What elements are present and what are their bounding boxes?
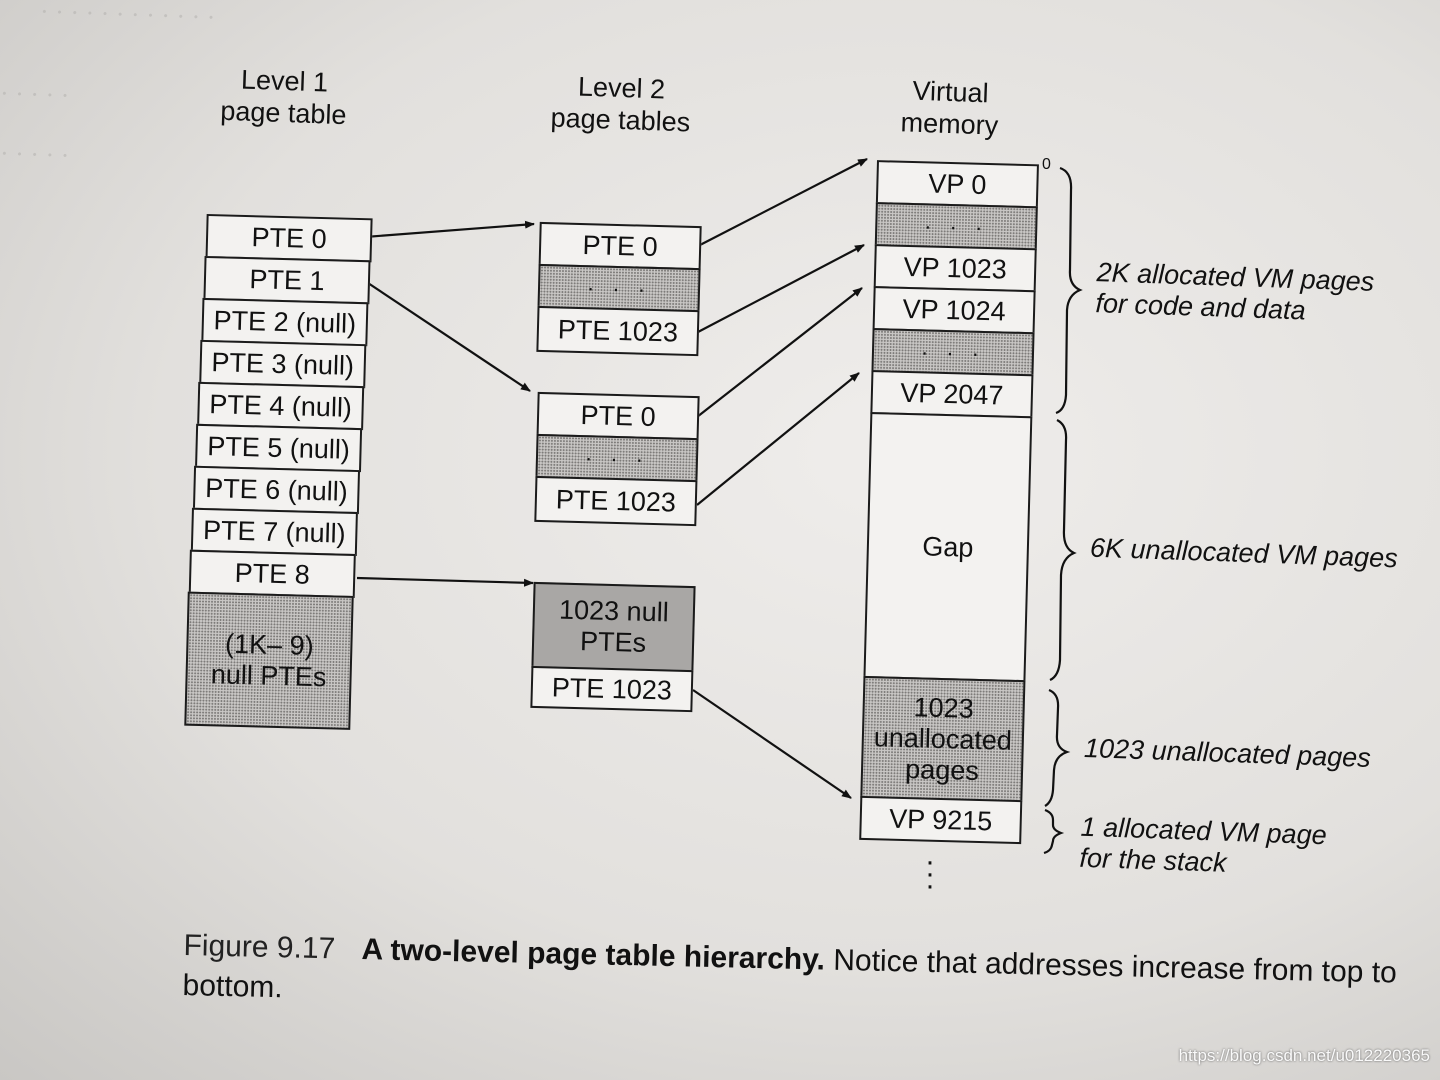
vm-vp-0: VP 0 (875, 160, 1039, 209)
l2c-pte-1023: PTE 1023 (530, 665, 694, 713)
l2a-pte-1023: PTE 1023 (536, 305, 700, 357)
l1-pte-1: PTE 1 (203, 255, 371, 305)
l1-pte-4: PTE 4 (null) (197, 381, 365, 431)
vm-unallocated-pages: 1023 unallocated pages (860, 675, 1026, 803)
arrow-l2a0-to-vp0 (699, 158, 868, 246)
l2b-ellipsis: · · · (535, 433, 699, 483)
l1-pte-8: PTE 8 (188, 549, 356, 598)
vm-continuation-dots: · · · (925, 845, 935, 902)
brace-stack (1043, 808, 1065, 855)
arrow-l2c1023-to-vp9215 (692, 689, 852, 799)
watermark: https://blog.csdn.net/u012220365 (1178, 1046, 1430, 1065)
l2c-null-ptes: 1023 null PTEs (531, 581, 696, 673)
vm-vp-2047: VP 2047 (870, 370, 1034, 419)
arrow-pte8-to-l2c (356, 576, 534, 587)
l1-null-ptes: (1K– 9) null PTEs (184, 591, 354, 730)
annotation-allocated: 2K allocated VM pages for code and data (1095, 257, 1375, 326)
brace-allocated (1055, 166, 1083, 415)
l1-pte-7: PTE 7 (null) (190, 507, 358, 557)
vm-zero-label: 0 (1042, 156, 1051, 173)
l2a-pte-0: PTE 0 (538, 221, 702, 271)
caption-title: A two-level page table hierarchy. (361, 933, 826, 977)
vm-ellipsis-2: · · · (871, 328, 1035, 377)
vm-gap: Gap (863, 412, 1033, 683)
l1-pte-2: PTE 2 (null) (201, 297, 369, 347)
vm-vp-1023: VP 1023 (873, 244, 1037, 293)
l1-pte-5: PTE 5 (null) (195, 423, 363, 473)
arrow-pte1-to-l2b (364, 280, 531, 392)
arrow-pte0-to-l2a (364, 220, 535, 239)
l2b-pte-1023: PTE 1023 (534, 475, 698, 527)
l2b-pte-0: PTE 0 (536, 391, 700, 441)
l1-pte-6: PTE 6 (null) (192, 465, 361, 515)
caption-label: Figure 9.17 (183, 928, 336, 966)
arrow-l2b1023-to-vp2047 (696, 372, 860, 506)
annotation-stack: 1 allocated VM page for the stack (1079, 811, 1328, 878)
vm-vp-1024: VP 1024 (872, 286, 1036, 335)
l1-pte-0: PTE 0 (205, 213, 373, 263)
arrow-l2a1023-to-vp1024 (697, 244, 865, 333)
l2a-ellipsis: · · · (537, 263, 701, 313)
arrow-l2b0-to-vp1024 (696, 287, 863, 418)
vm-vp-9215: VP 9215 (859, 795, 1023, 845)
vm-ellipsis-1: · · · (874, 202, 1038, 251)
brace-gap (1049, 419, 1077, 682)
brace-unallocated (1044, 688, 1071, 807)
l1-pte-3: PTE 3 (null) (199, 339, 367, 389)
